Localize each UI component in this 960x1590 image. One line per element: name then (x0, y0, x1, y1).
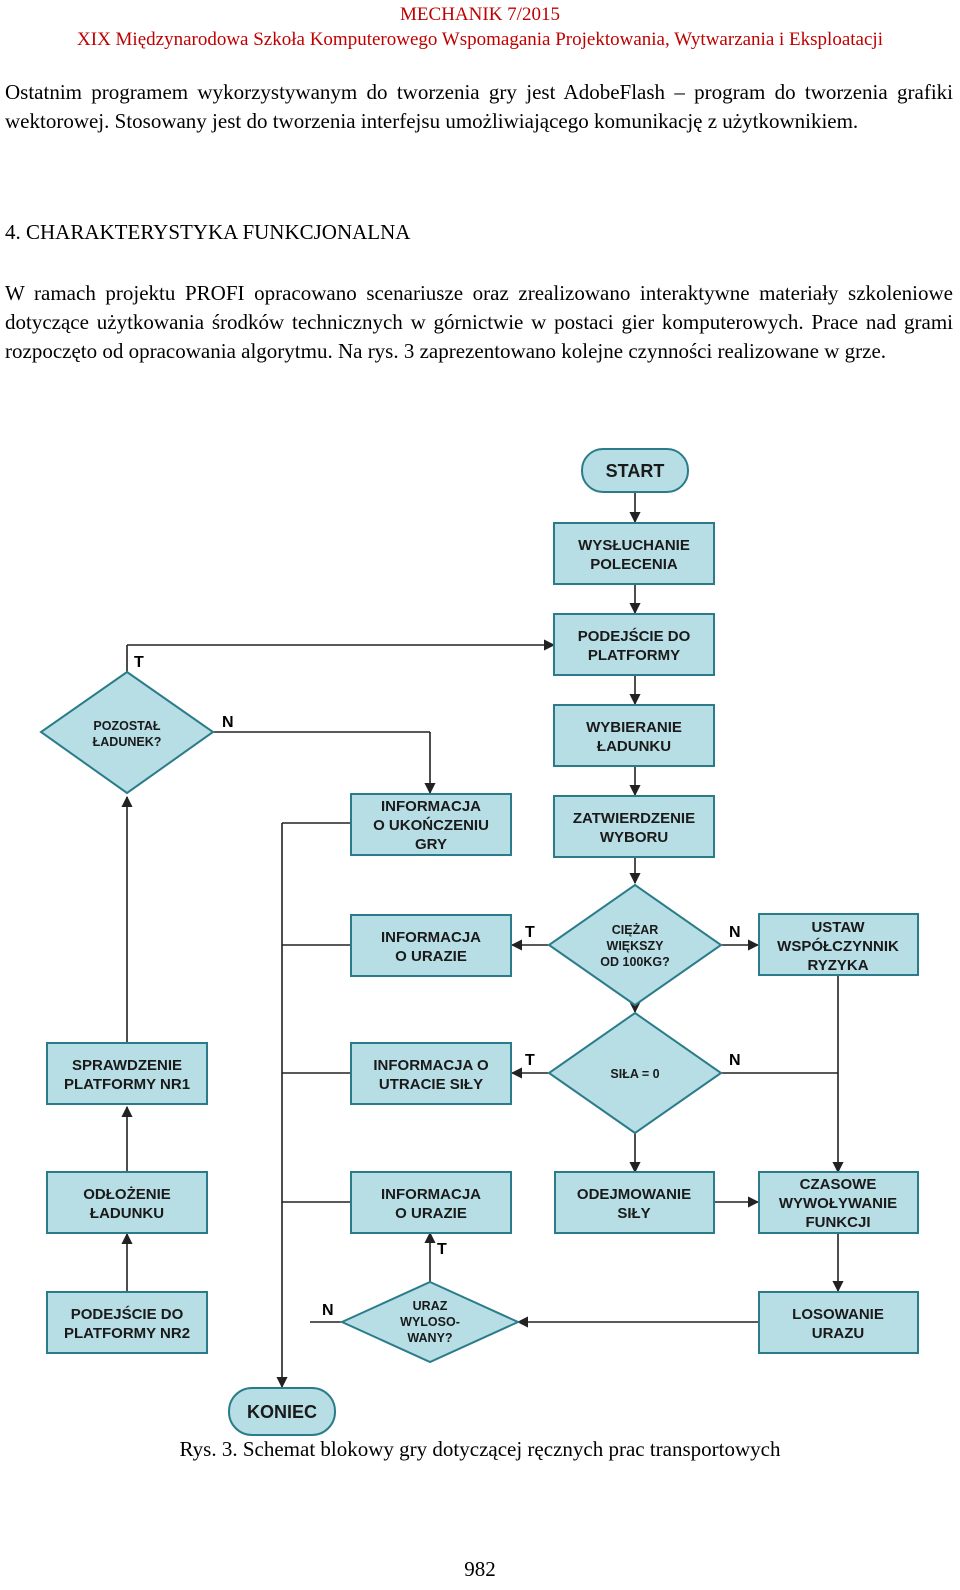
set-risk-factor-box (758, 913, 919, 976)
box-line: FUNKCJI (805, 1214, 870, 1231)
select-load-box (553, 704, 715, 767)
game-finished-info-box (350, 793, 512, 856)
box-line: WYWOŁYWANIE (779, 1195, 897, 1212)
box-line: O URAZIE (395, 1205, 467, 1222)
label-t: T (525, 1052, 535, 1069)
journal-header-title: MECHANIK 7/2015 (400, 4, 560, 25)
box-line: SPRAWDZENIE (72, 1057, 182, 1074)
box-line: OD 100KG? (600, 955, 669, 969)
weight-decision (547, 883, 723, 1007)
box-line: O UKOŃCZENIU (373, 817, 489, 834)
box-line: INFORMACJA (381, 1186, 481, 1203)
start-terminal (581, 448, 689, 493)
approach-platform-box (553, 613, 715, 676)
paragraph-section: W ramach projektu PROFI opracowano scena… (5, 281, 953, 363)
timed-function-box (758, 1171, 919, 1234)
box-line: SIŁY (617, 1205, 650, 1222)
box-line: INFORMACJA (381, 798, 481, 815)
box-line: URAZ (413, 1299, 448, 1313)
box-line: UTRACIE SIŁY (379, 1076, 483, 1093)
end-terminal (228, 1387, 336, 1436)
label-t: T (437, 1241, 447, 1258)
box-line: ŁADUNKU (90, 1205, 164, 1222)
box-line: INFORMACJA O (373, 1057, 489, 1074)
injury-info-box (350, 914, 512, 977)
box-line: CIĘŻAR (612, 922, 659, 937)
label-n: N (729, 924, 741, 941)
box-line: INFORMACJA (381, 929, 481, 946)
strength-zero-decision (547, 1011, 723, 1135)
box-line: ŁADUNEK? (93, 735, 162, 749)
label-t: T (525, 924, 535, 941)
box-line: USTAW (811, 919, 865, 936)
box-line: PLATFORMY NR2 (64, 1325, 190, 1342)
page-number: 982 (464, 1557, 496, 1581)
box-line: ŁADUNKU (597, 738, 671, 755)
box-line: ODEJMOWANIE (577, 1186, 691, 1203)
label-n: N (322, 1302, 334, 1319)
subtract-strength-box (554, 1171, 715, 1234)
box-line: PLATFORMY (588, 647, 680, 664)
draw-injury-box (758, 1291, 919, 1354)
load-remaining-decision (39, 670, 215, 795)
box-line: PLATFORMY NR1 (64, 1076, 190, 1093)
box-line: GRY (415, 836, 447, 853)
box-line: WIĘKSZY (607, 939, 665, 953)
injury-drawn-decision (339, 1280, 521, 1364)
box-line: ODŁOŻENIE (83, 1186, 171, 1203)
confirm-choice-box (553, 795, 715, 858)
box-line: WSPÓŁCZYNNIK (777, 937, 899, 955)
box-line: RYZYKA (807, 957, 868, 974)
start-label: START (606, 461, 665, 481)
box-line: CZASOWE (800, 1176, 877, 1193)
end-label: KONIEC (247, 1402, 317, 1422)
box-line: WYBIERANIE (586, 719, 682, 736)
approach-platform2-box (46, 1291, 208, 1354)
put-down-load-box (46, 1171, 208, 1234)
label-n: N (222, 714, 234, 731)
label-n: N (729, 1052, 741, 1069)
strength-zero-label: SIŁA = 0 (610, 1067, 659, 1081)
box-line: PODEJŚCIE DO (578, 627, 691, 645)
box-line: LOSOWANIE (792, 1306, 884, 1323)
box-line: PODEJŚCIE DO (71, 1305, 184, 1323)
box-line: ZATWIERDZENIE (573, 810, 695, 827)
box-line: WYLOSO- (400, 1315, 460, 1329)
listen-command-box (553, 522, 715, 585)
box-line: POZOSTAŁ (93, 719, 160, 733)
injury-info-box-2 (350, 1171, 512, 1234)
box-line: WANY? (407, 1331, 452, 1345)
box-line: WYBORU (600, 829, 668, 846)
figure-caption: Rys. 3. Schemat blokowy gry dotyczącej r… (179, 1437, 781, 1461)
box-line: POLECENIA (590, 556, 678, 573)
journal-header-subtitle: XIX Międzynarodowa Szkoła Komputerowego … (77, 29, 883, 50)
paragraph-intro: Ostatnim programem wykorzystywanym do tw… (5, 80, 953, 133)
label-t: T (134, 654, 144, 671)
box-line: O URAZIE (395, 948, 467, 965)
strength-loss-info-box (350, 1042, 512, 1105)
section-heading: 4. CHARAKTERYSTYKA FUNKCJONALNA (5, 220, 411, 244)
check-platform1-box (46, 1042, 208, 1105)
box-line: URAZU (812, 1325, 865, 1342)
box-line: WYSŁUCHANIE (578, 537, 690, 554)
